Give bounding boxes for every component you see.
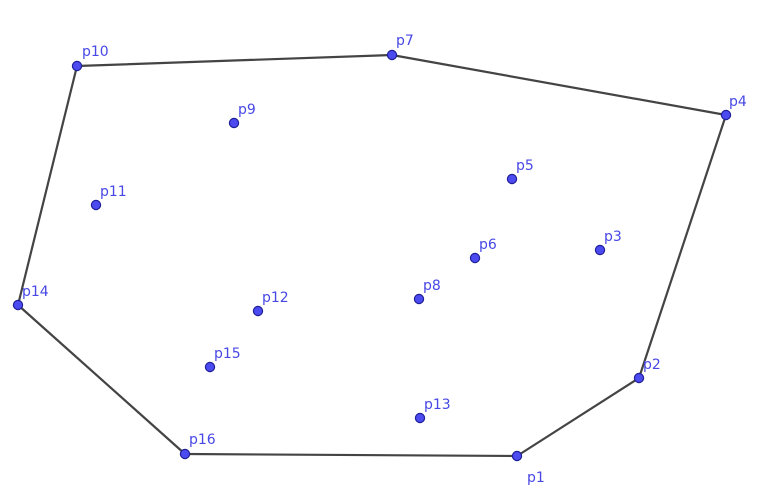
point-label-p10: p10	[82, 44, 109, 60]
hull-edge-p7-p4	[390, 53, 728, 117]
point-p11[interactable]	[90, 199, 102, 211]
point-p8[interactable]	[413, 293, 425, 305]
point-p5[interactable]	[506, 173, 518, 185]
point-markers	[12, 49, 732, 462]
point-p2[interactable]	[633, 372, 645, 384]
point-p9[interactable]	[228, 117, 240, 129]
point-label-p11: p11	[100, 184, 127, 200]
hull-edge-p2-p1	[515, 376, 641, 458]
point-label-p3: p3	[604, 229, 622, 245]
point-label-p4: p4	[729, 94, 747, 110]
point-p4[interactable]	[720, 109, 732, 121]
point-p7[interactable]	[386, 49, 398, 61]
point-labels: p1 p2 p3 p4 p5 p6 p7 p8 p9 p10 p11 p12 p13 p14 p15 p16	[22, 33, 747, 486]
point-p14[interactable]	[12, 299, 24, 311]
hull-edge-p1-p16	[183, 452, 519, 458]
hull-edge-p4-p2	[637, 113, 728, 380]
point-label-p7: p7	[396, 33, 414, 49]
point-p1[interactable]	[511, 450, 523, 462]
point-label-p2: p2	[643, 357, 661, 373]
point-label-p15: p15	[214, 346, 241, 362]
point-p15[interactable]	[204, 361, 216, 373]
point-p3[interactable]	[594, 244, 606, 256]
point-label-p1: p1	[527, 470, 545, 486]
hull-edge-p10-p7	[75, 53, 394, 68]
point-p13[interactable]	[414, 412, 426, 424]
point-label-p8: p8	[423, 278, 441, 294]
point-label-p5: p5	[516, 158, 534, 174]
point-label-p16: p16	[189, 432, 216, 448]
point-p12[interactable]	[252, 305, 264, 317]
point-label-p6: p6	[479, 237, 497, 253]
point-p16[interactable]	[179, 448, 191, 460]
point-label-p13: p13	[424, 397, 451, 413]
point-label-p14: p14	[22, 284, 49, 300]
hull-edge-p16-p14	[16, 303, 187, 456]
point-p10[interactable]	[71, 60, 83, 72]
hull-edge-p14-p10	[16, 64, 79, 307]
point-label-p12: p12	[262, 290, 289, 306]
point-label-p9: p9	[238, 102, 256, 118]
point-p6[interactable]	[469, 252, 481, 264]
hull-edges	[16, 53, 728, 458]
